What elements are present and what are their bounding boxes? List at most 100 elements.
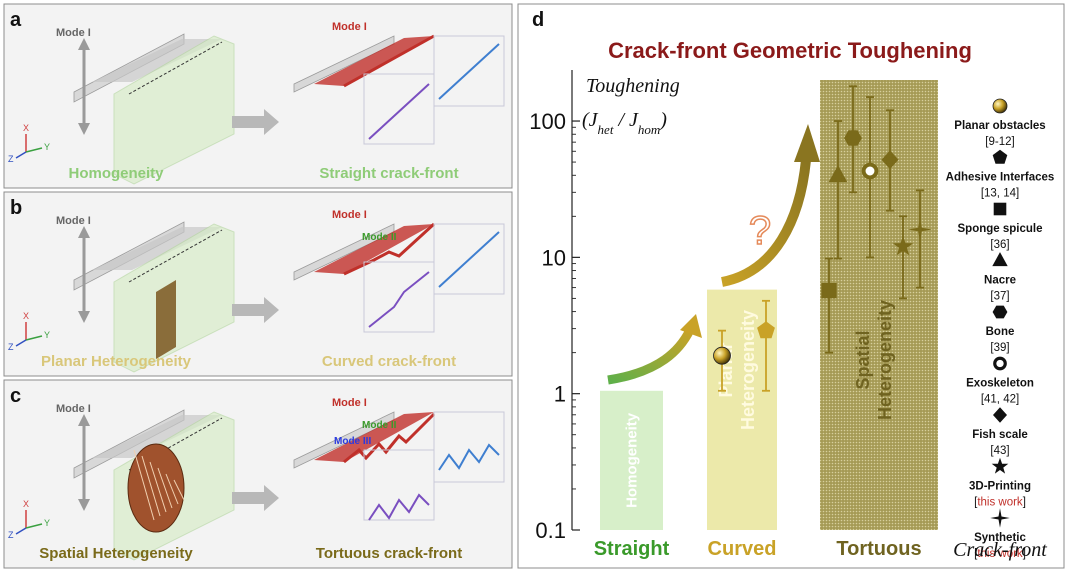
legend-ref-text: this work bbox=[977, 548, 1023, 560]
legend-ref: [37] bbox=[990, 291, 1009, 303]
axis-x-label: X bbox=[23, 123, 29, 133]
marker-pentagon bbox=[757, 321, 775, 339]
front-projection-xy bbox=[368, 493, 430, 521]
ellipsoid-grain bbox=[133, 449, 155, 521]
projection-box bbox=[363, 449, 435, 521]
mode-arrow-head bbox=[78, 311, 90, 323]
marker-diamond bbox=[881, 150, 899, 170]
data-point-pentagon bbox=[757, 299, 775, 392]
mode-label: Mode I bbox=[56, 403, 91, 415]
caption-right: Straight crack-front bbox=[319, 165, 458, 182]
panel-letter: b bbox=[10, 197, 22, 219]
projection-box bbox=[433, 411, 505, 483]
axis-z bbox=[15, 151, 27, 159]
legend-ref: [this work] bbox=[974, 497, 1026, 509]
growth-arrow-head bbox=[794, 124, 820, 162]
mode-label: Mode III bbox=[334, 436, 371, 447]
legend-item: 3D-Printing [this work] bbox=[969, 457, 1031, 509]
y-tick-label: 1 bbox=[554, 382, 566, 407]
legend-name: Exoskeleton bbox=[966, 378, 1034, 390]
marker-triangle bbox=[828, 165, 848, 183]
axis-z-label: Z bbox=[8, 154, 14, 164]
mode-label: Mode I bbox=[332, 209, 367, 221]
axis-y-label: Y bbox=[44, 142, 50, 152]
data-point-square bbox=[821, 257, 837, 354]
legend-item: Nacre[37] bbox=[984, 252, 1016, 303]
legend-ref: [39] bbox=[990, 342, 1009, 354]
front-projection-xy bbox=[368, 271, 430, 328]
ellipsoid-grain bbox=[141, 455, 161, 517]
legend-item: Sponge spicule[36] bbox=[958, 202, 1043, 251]
crack-front-line bbox=[128, 41, 223, 95]
projection-box bbox=[433, 35, 505, 107]
category-label: Curved bbox=[708, 538, 777, 560]
mode-arrow-head bbox=[78, 38, 90, 50]
mode-label: Mode I bbox=[332, 21, 367, 33]
legend-marker-star bbox=[991, 457, 1009, 474]
data-point-hexagon bbox=[844, 85, 862, 194]
y-tick-label: 0.1 bbox=[535, 518, 566, 543]
crack-front bbox=[343, 412, 436, 464]
mode-label: Mode I bbox=[56, 215, 91, 227]
y-axis-label-ratio: (Jhet / Jhom) bbox=[582, 109, 667, 137]
region-label: Spatial bbox=[853, 330, 873, 389]
panel-letter: a bbox=[10, 9, 22, 31]
chart-frame bbox=[517, 3, 1065, 569]
axis-z bbox=[15, 339, 27, 347]
axis-z-label: Z bbox=[8, 342, 14, 352]
legend-item: Planar obstacles[9-12] bbox=[954, 98, 1046, 148]
y-axis-label-part: ) bbox=[659, 109, 667, 131]
mode-label: Mode II bbox=[362, 232, 397, 243]
legend-item: Bone[39] bbox=[986, 305, 1014, 354]
growth-arrow-head bbox=[680, 314, 702, 338]
y-axis-label-part: hom bbox=[638, 122, 660, 137]
mode-label: Mode II bbox=[362, 420, 397, 431]
y-tick-label: 10 bbox=[542, 245, 566, 270]
legend-name: Adhesive Interfaces bbox=[946, 172, 1055, 184]
growth-arrow bbox=[720, 159, 811, 287]
crack-surface bbox=[314, 412, 434, 462]
legend-ref-bracket: ] bbox=[1023, 497, 1026, 509]
marker-circle-half bbox=[713, 346, 731, 365]
legend-item: Adhesive Interfaces[13, 14] bbox=[946, 149, 1055, 200]
crack-surface bbox=[314, 36, 434, 86]
region-label: Heterogeneity bbox=[738, 310, 758, 430]
legend-ref-bracket: ] bbox=[1023, 548, 1026, 560]
chart-title: Crack-front Geometric Toughening bbox=[608, 38, 972, 63]
legend-marker-hexagon bbox=[992, 305, 1008, 319]
crack-front bbox=[343, 34, 435, 88]
caption-right: Curved crack-front bbox=[322, 353, 456, 370]
question-mark: ? bbox=[749, 209, 771, 253]
legend-marker-pentagon bbox=[992, 149, 1008, 164]
data-point-triangle bbox=[828, 120, 848, 260]
axis-y-label: Y bbox=[44, 330, 50, 340]
legend-marker-square bbox=[993, 202, 1007, 216]
legend-name: Sponge spicule bbox=[958, 223, 1043, 235]
panel-frame bbox=[3, 379, 513, 569]
mode-arrow-head bbox=[78, 499, 90, 511]
transition-arrow bbox=[232, 109, 279, 135]
axis-z-label: Z bbox=[8, 530, 14, 540]
projection-box bbox=[363, 73, 435, 145]
data-point-ring bbox=[861, 96, 879, 259]
region-label: Heterogeneity bbox=[875, 300, 895, 420]
legend-marker-triangle bbox=[992, 252, 1008, 267]
caption-left: Planar Heterogeneity bbox=[41, 353, 192, 370]
y-axis-label-part: het bbox=[598, 122, 614, 137]
planar-heterogeneity-strip bbox=[156, 280, 176, 359]
category-label: Tortuous bbox=[836, 538, 921, 560]
region-bar-curved bbox=[707, 289, 777, 530]
legend-marker-star4 bbox=[990, 508, 1010, 528]
data-point-circle-half bbox=[713, 329, 731, 392]
ellipsoid-grain bbox=[157, 467, 173, 509]
front-projection-yz bbox=[438, 231, 500, 288]
front-projection-yz bbox=[438, 443, 500, 471]
panel-frame bbox=[3, 3, 513, 189]
data-point-diamond bbox=[881, 109, 899, 212]
legend-ref: [9-12] bbox=[985, 136, 1014, 148]
legend-name: 3D-Printing bbox=[969, 481, 1031, 493]
specimen-block bbox=[113, 35, 235, 185]
y-axis-label-part: / J bbox=[613, 109, 639, 131]
front-projection-yz bbox=[438, 43, 500, 100]
